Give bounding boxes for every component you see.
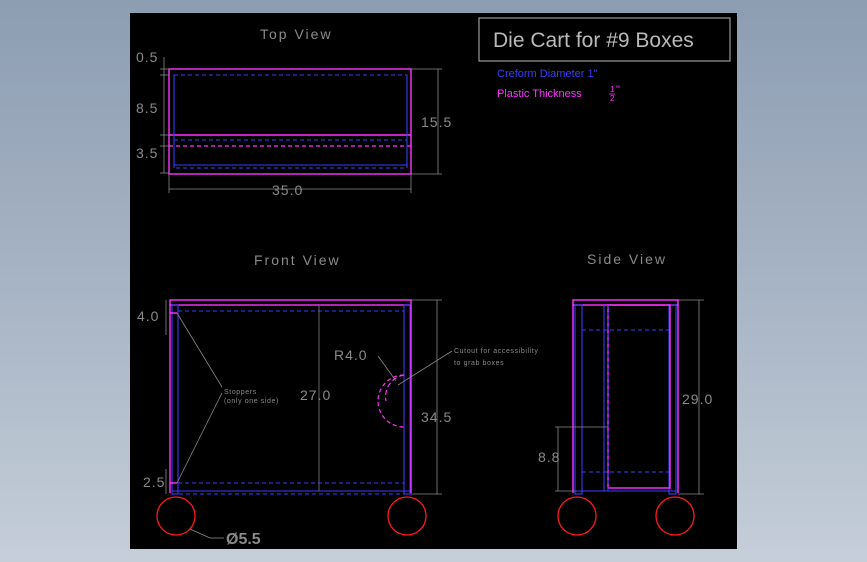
drawing-title: Die Cart for #9 Boxes xyxy=(493,29,694,52)
fraction-numerator: 1 xyxy=(610,85,615,94)
cad-drawing: Die Cart for #9 Boxes Creform Diameter 1… xyxy=(136,17,731,548)
cutout-note-2: to grab boxes xyxy=(454,360,504,367)
front-dim-4-0: 4.0 xyxy=(137,308,159,324)
top-dim-3-5: 3.5 xyxy=(136,145,158,161)
front-dim-27-0: 27.0 xyxy=(300,387,331,403)
front-right-wheel xyxy=(387,496,427,536)
front-view xyxy=(169,299,412,495)
front-right-post xyxy=(403,304,411,495)
inch-mark: " xyxy=(616,84,620,96)
side-dim-8-8: 8.8 xyxy=(538,449,560,465)
top-view xyxy=(168,68,412,175)
wheel-diameter-callout: Ø5.5 xyxy=(189,528,261,548)
front-top-plate xyxy=(169,299,412,306)
top-frame-hidden xyxy=(173,74,408,169)
top-dim-15-5: 15.5 xyxy=(421,114,452,130)
side-dim-29-0: 29.0 xyxy=(682,391,713,407)
title-box xyxy=(478,17,731,62)
front-dim-wheel: Ø5.5 xyxy=(226,531,261,548)
front-dim-r4: R4.0 xyxy=(334,347,368,363)
top-view-dimensions: 0.5 8.5 3.5 15.5 35.0 xyxy=(136,49,452,198)
stoppers-note-1: Stoppers xyxy=(224,389,257,396)
cutout-arc xyxy=(377,374,405,428)
side-right-post xyxy=(668,304,677,495)
side-top-plate xyxy=(572,299,679,306)
side-right-wheel xyxy=(655,496,695,536)
side-view-dimensions: 29.0 8.8 xyxy=(538,299,713,495)
cutout-note-1: Cutout for accessibility xyxy=(454,348,538,355)
side-left-wheel xyxy=(557,496,597,536)
front-left-post xyxy=(171,304,179,495)
front-dim-34-5: 34.5 xyxy=(421,409,452,425)
side-box xyxy=(607,304,671,489)
top-plate-outline xyxy=(168,68,412,175)
legend-creform: Creform Diameter 1" xyxy=(497,68,598,80)
top-view-label: Top View xyxy=(260,26,333,42)
top-dim-0-5: 0.5 xyxy=(136,49,158,65)
front-view-label: Front View xyxy=(254,252,341,268)
front-dim-2-5: 2.5 xyxy=(143,474,165,490)
side-view xyxy=(572,299,679,495)
svg-text:Plastic Thickness: Plastic Thickness xyxy=(497,88,582,100)
front-view-dimensions: 4.0 2.5 27.0 34.5 R4.0 Stoppers (only on… xyxy=(137,299,538,495)
fraction-denominator: 2 xyxy=(610,94,615,103)
side-view-label: Side View xyxy=(587,251,667,267)
front-left-wheel xyxy=(156,496,196,536)
side-left-post xyxy=(574,304,583,495)
top-dim-8-5: 8.5 xyxy=(136,100,158,116)
stoppers-note-2: (only one side) xyxy=(224,398,279,405)
drawing-sheet: Die Cart for #9 Boxes Creform Diameter 1… xyxy=(130,13,737,549)
top-dim-35-0: 35.0 xyxy=(272,182,303,198)
legend-plastic: Plastic Thickness 1 2 " xyxy=(497,84,620,103)
